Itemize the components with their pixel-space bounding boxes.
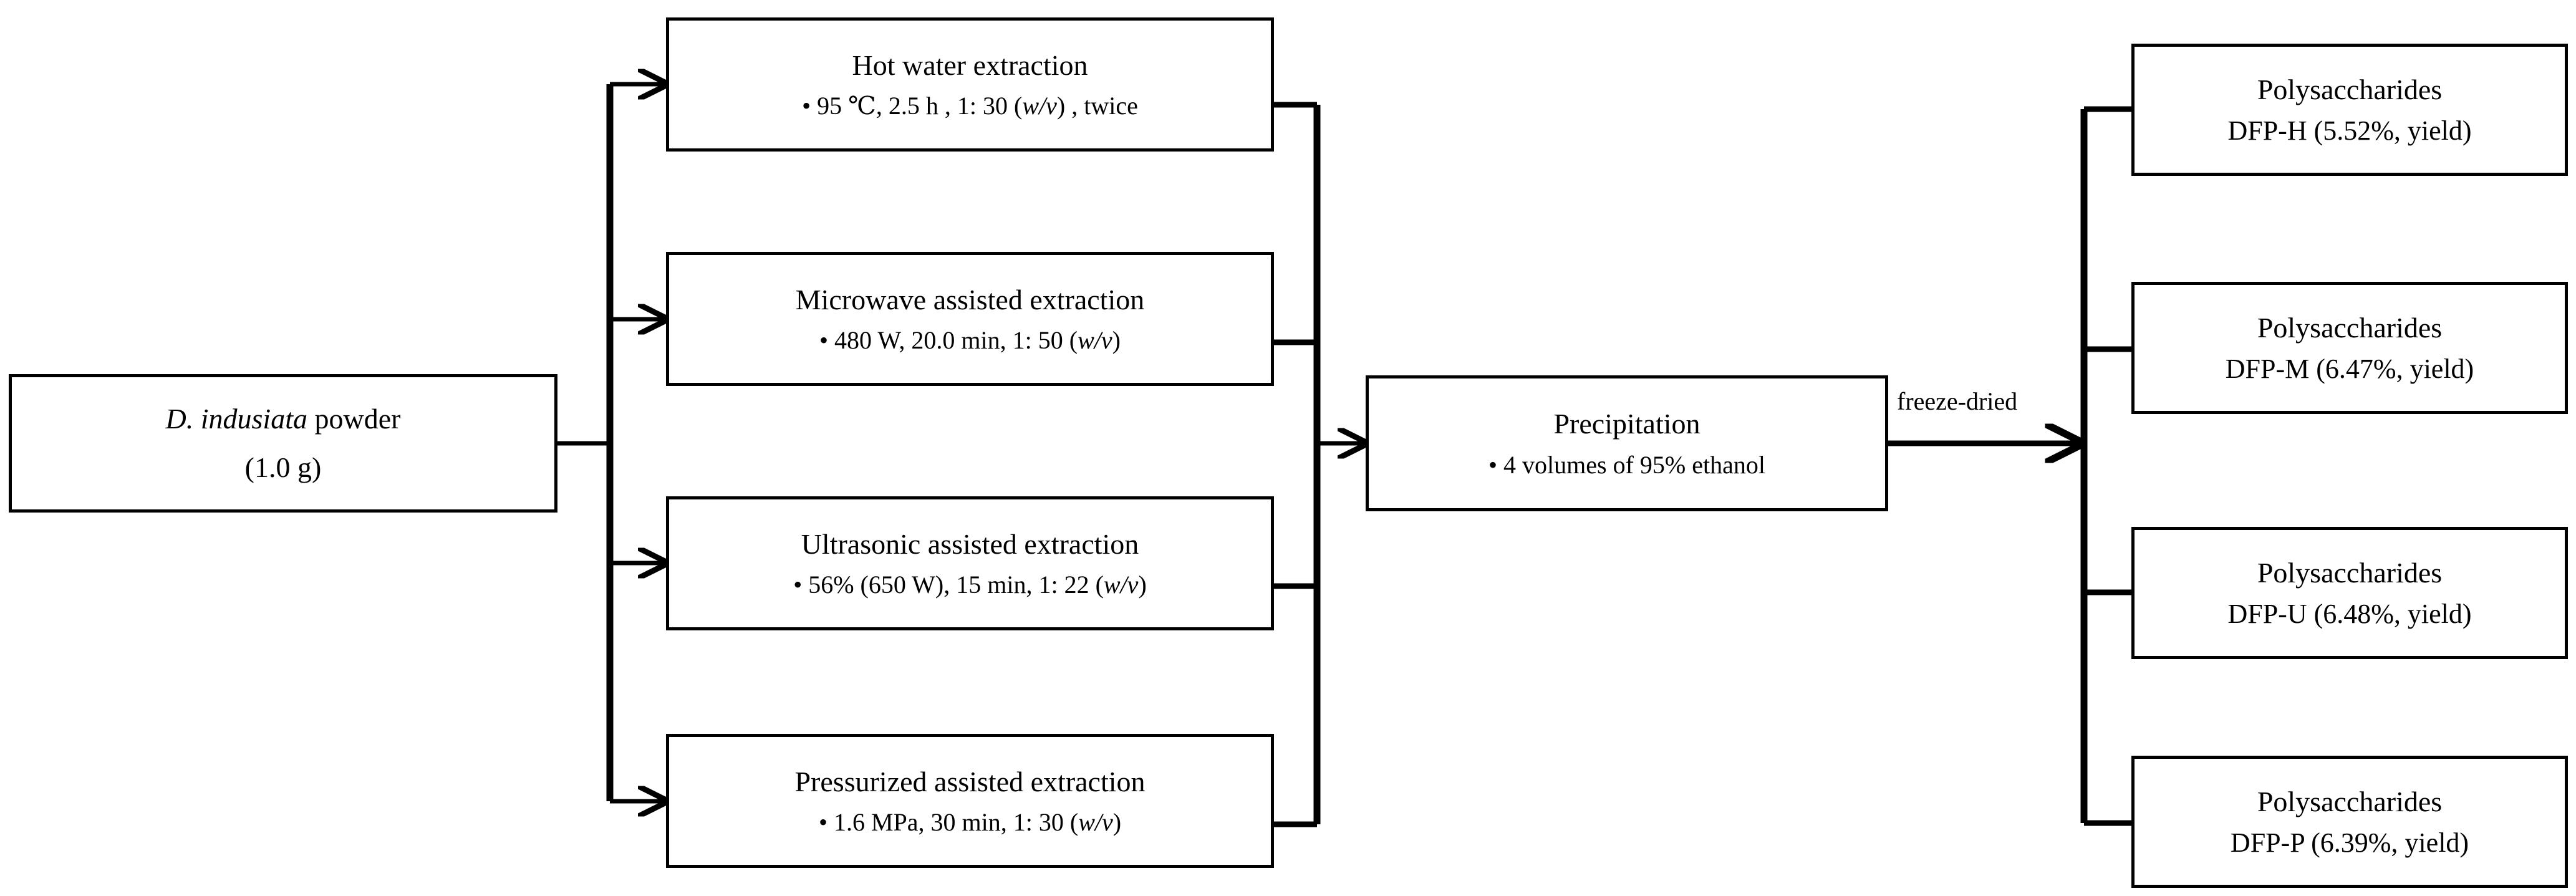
extraction-box-hot-water: Hot water extraction 95 ℃, 2.5 h , 1: 30… [666,17,1274,152]
product-box-dfp-m: Polysaccharides DFP-M (6.47%, yield) [2131,282,2568,414]
precipitation-box: Precipitation 4 volumes of 95% ethanol [1366,375,1888,511]
extraction-box-microwave: Microwave assisted extraction 480 W, 20.… [666,252,1274,386]
wire-bus-to-products [2084,106,2131,826]
precipitation-detail: 4 volumes of 95% ethanol [1488,449,1765,481]
extraction-box-ultrasonic: Ultrasonic assisted extraction 56% (650 … [666,496,1274,630]
extraction-detail: 1.6 MPa, 30 min, 1: 30 (w/v) [819,806,1121,839]
source-species-suffix: powder [307,403,401,435]
extraction-detail: 480 W, 20.0 min, 1: 50 (w/v) [819,324,1121,357]
source-species-italic: D. indusiata [165,403,307,435]
product-line2: DFP-H (5.52%, yield) [2227,115,2472,147]
source-box: D. indusiata powder (1.0 g) [9,374,557,513]
extraction-detail: 56% (650 W), 15 min, 1: 22 (w/v) [793,569,1147,601]
product-line2: DFP-P (6.39%, yield) [2230,827,2469,859]
product-box-dfp-p: Polysaccharides DFP-P (6.39%, yield) [2131,756,2568,888]
extraction-title: Ultrasonic assisted extraction [801,527,1139,560]
product-line1: Polysaccharides [2257,73,2443,105]
product-line1: Polysaccharides [2257,556,2443,589]
extraction-title: Pressurized assisted extraction [794,765,1146,797]
edge-label-freeze-dried: freeze-dried [1897,387,2018,415]
product-line2: DFP-M (6.47%, yield) [2225,354,2474,385]
extraction-title: Microwave assisted extraction [795,283,1145,316]
extraction-detail: 95 ℃, 2.5 h , 1: 30 (w/v) , twice [802,90,1138,122]
source-amount: (1.0 g) [244,451,322,483]
product-line1: Polysaccharides [2257,311,2443,344]
extraction-box-pressurized: Pressurized assisted extraction 1.6 MPa,… [666,734,1274,868]
product-line2: DFP-U (6.48%, yield) [2227,599,2472,630]
source-species-line: D. indusiata powder [166,400,401,438]
product-line1: Polysaccharides [2257,785,2443,817]
product-box-dfp-h: Polysaccharides DFP-H (5.52%, yield) [2131,44,2568,176]
extraction-title: Hot water extraction [852,49,1088,81]
wire-extractions-to-collector [1274,102,1317,827]
wire-bus-to-extractions [610,84,666,801]
product-box-dfp-u: Polysaccharides DFP-U (6.48%, yield) [2131,527,2568,659]
precipitation-title: Precipitation [1553,408,1700,440]
